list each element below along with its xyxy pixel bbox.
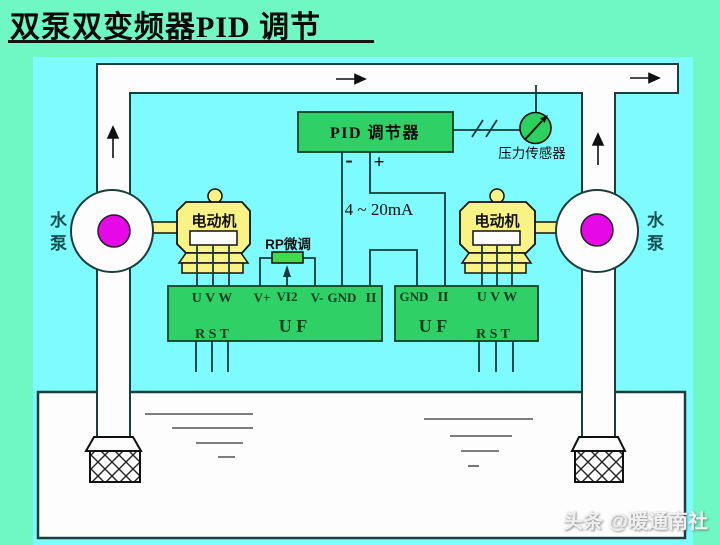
left-inverter-name: U F bbox=[279, 316, 308, 336]
left-pump-label: 水泵 bbox=[47, 211, 66, 257]
right-strainer bbox=[570, 436, 627, 483]
page-title: 双泵双变频器PID 调节 bbox=[10, 11, 322, 44]
control-wiring bbox=[195, 85, 537, 372]
pid-controller-box: PID 调节器 - + bbox=[297, 111, 454, 173]
right-motor-terminal-plate bbox=[472, 230, 521, 246]
left-pump-impeller bbox=[97, 214, 131, 248]
left-pump bbox=[70, 189, 154, 273]
right-inverter-terminal-ii: II bbox=[438, 290, 449, 305]
right-pump-impeller bbox=[580, 213, 614, 247]
left-inverter-terminal-vplus: V+ bbox=[254, 290, 271, 305]
pid-minus-terminal: - bbox=[345, 147, 352, 172]
pressure-sensor-label: 压力传感器 bbox=[498, 145, 566, 161]
flow-arrow-up-left-icon bbox=[106, 125, 120, 158]
left-inverter-box: U V W V+ VI2 V- GND II U F R S T bbox=[167, 285, 383, 342]
right-inverter-box: GND II U V W U F R S T bbox=[394, 285, 539, 342]
right-motor-base bbox=[464, 262, 527, 274]
water-surface-lines bbox=[145, 413, 533, 467]
rp-wiper-arrow-icon bbox=[283, 265, 291, 277]
right-inverter-terminal-uvw: U V W bbox=[477, 290, 517, 305]
left-inverter-terminal-gnd: GND bbox=[328, 290, 357, 305]
right-inverter-terminal-rst: R S T bbox=[476, 327, 511, 342]
left-strainer bbox=[84, 436, 143, 483]
left-motor-shaft bbox=[149, 221, 179, 234]
left-inverter-terminal-ii: II bbox=[366, 291, 377, 306]
wires-rst-right bbox=[478, 341, 514, 372]
wires-rst-left bbox=[195, 341, 229, 372]
left-motor-power-wires bbox=[196, 245, 230, 286]
flow-arrow-right-center-icon bbox=[336, 73, 367, 85]
wire-pot-left bbox=[259, 257, 272, 286]
left-inverter-terminal-uvw: U V W bbox=[192, 291, 232, 306]
left-inverter-terminal-vi2: VI2 bbox=[277, 289, 298, 304]
sensor-arrow-icon bbox=[524, 115, 548, 141]
flow-arrow-up-right-icon bbox=[591, 132, 605, 165]
right-motor-label: 电动机 bbox=[474, 212, 519, 230]
watermark: 头条 @暖通南社 bbox=[562, 511, 708, 533]
right-pump-label: 水泵 bbox=[644, 211, 663, 257]
pid-controller-label: PID 调节器 bbox=[330, 123, 420, 142]
wire-break-slashes-icon bbox=[471, 119, 498, 138]
left-motor-eyebolt bbox=[207, 188, 223, 204]
flow-arrows bbox=[106, 72, 661, 165]
rp-trimmer-label: RP微调 bbox=[265, 236, 311, 252]
wire-series-bridge bbox=[369, 249, 418, 286]
left-inverter-terminal-vminus: V- bbox=[311, 290, 324, 305]
right-motor-power-wires bbox=[481, 245, 513, 286]
right-inverter-name: U F bbox=[419, 316, 448, 336]
left-motor-label: 电动机 bbox=[191, 212, 236, 230]
right-pump bbox=[555, 189, 639, 273]
pressure-sensor: 压力传感器 bbox=[498, 111, 566, 161]
right-motor: 电动机 bbox=[459, 188, 536, 286]
current-signal-label: 4 ~ 20mA bbox=[345, 200, 414, 219]
title-underline bbox=[8, 40, 374, 43]
rp-trimmer: RP微调 bbox=[265, 236, 311, 277]
right-inverter-terminal-gnd: GND bbox=[400, 289, 429, 304]
pid-plus-terminal: + bbox=[374, 152, 385, 173]
wire-pid-plus bbox=[369, 152, 446, 286]
wire-pot-right bbox=[303, 257, 316, 286]
left-motor: 电动机 bbox=[176, 188, 251, 286]
flow-arrow-right-end-icon bbox=[630, 72, 661, 84]
rp-trimmer-body bbox=[271, 251, 304, 264]
left-motor-terminal-plate bbox=[189, 230, 238, 246]
right-motor-eyebolt bbox=[489, 188, 505, 204]
left-inverter-terminal-rst: R S T bbox=[195, 327, 230, 342]
